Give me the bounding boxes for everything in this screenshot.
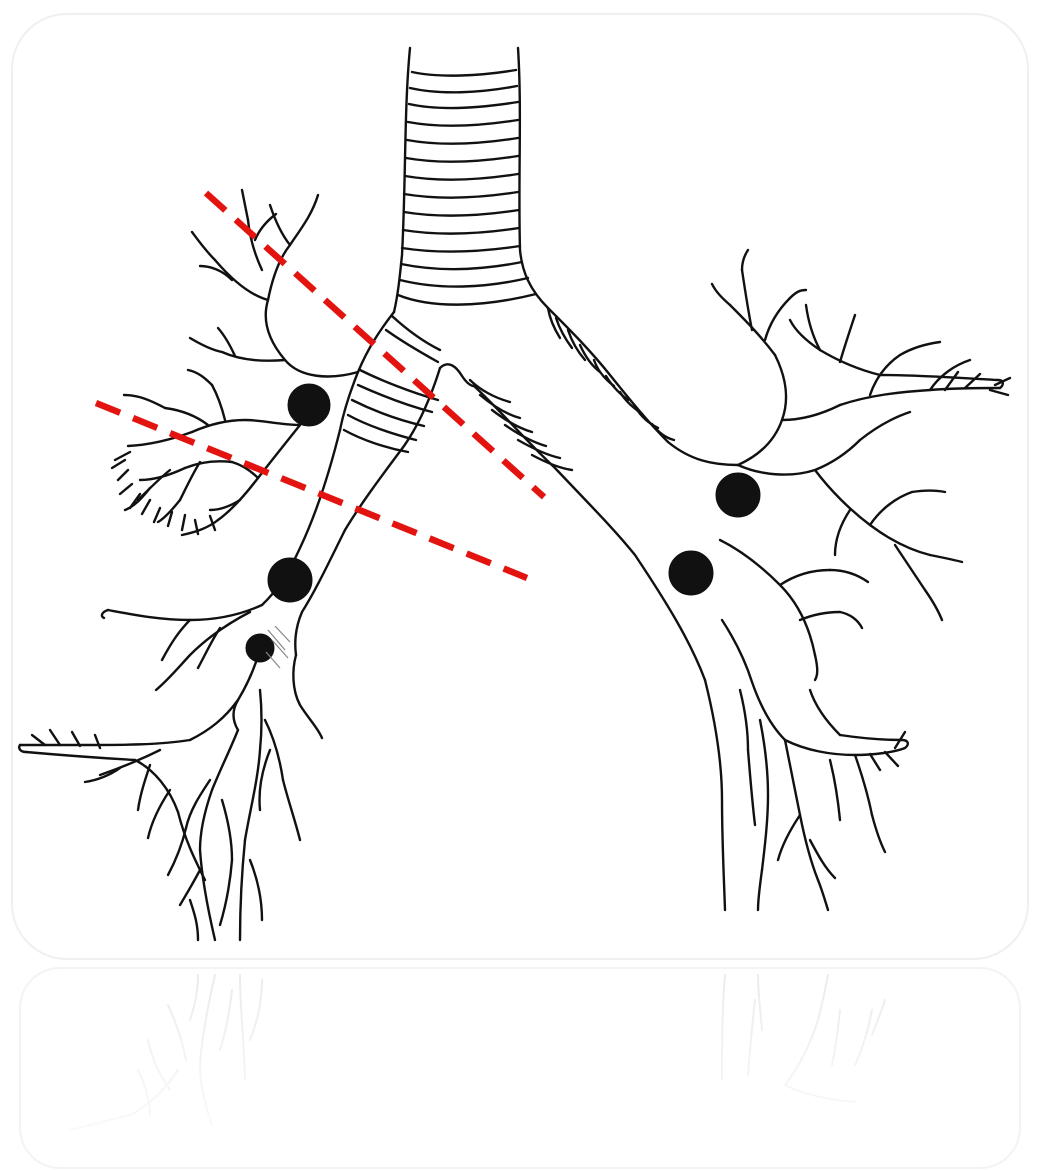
node-right-upper <box>288 384 330 426</box>
node-right-middle <box>268 558 312 602</box>
node-right-lower <box>246 634 274 662</box>
node-left-lower <box>669 551 713 595</box>
reflection-fade <box>0 962 1039 1170</box>
node-left-upper <box>716 473 760 517</box>
